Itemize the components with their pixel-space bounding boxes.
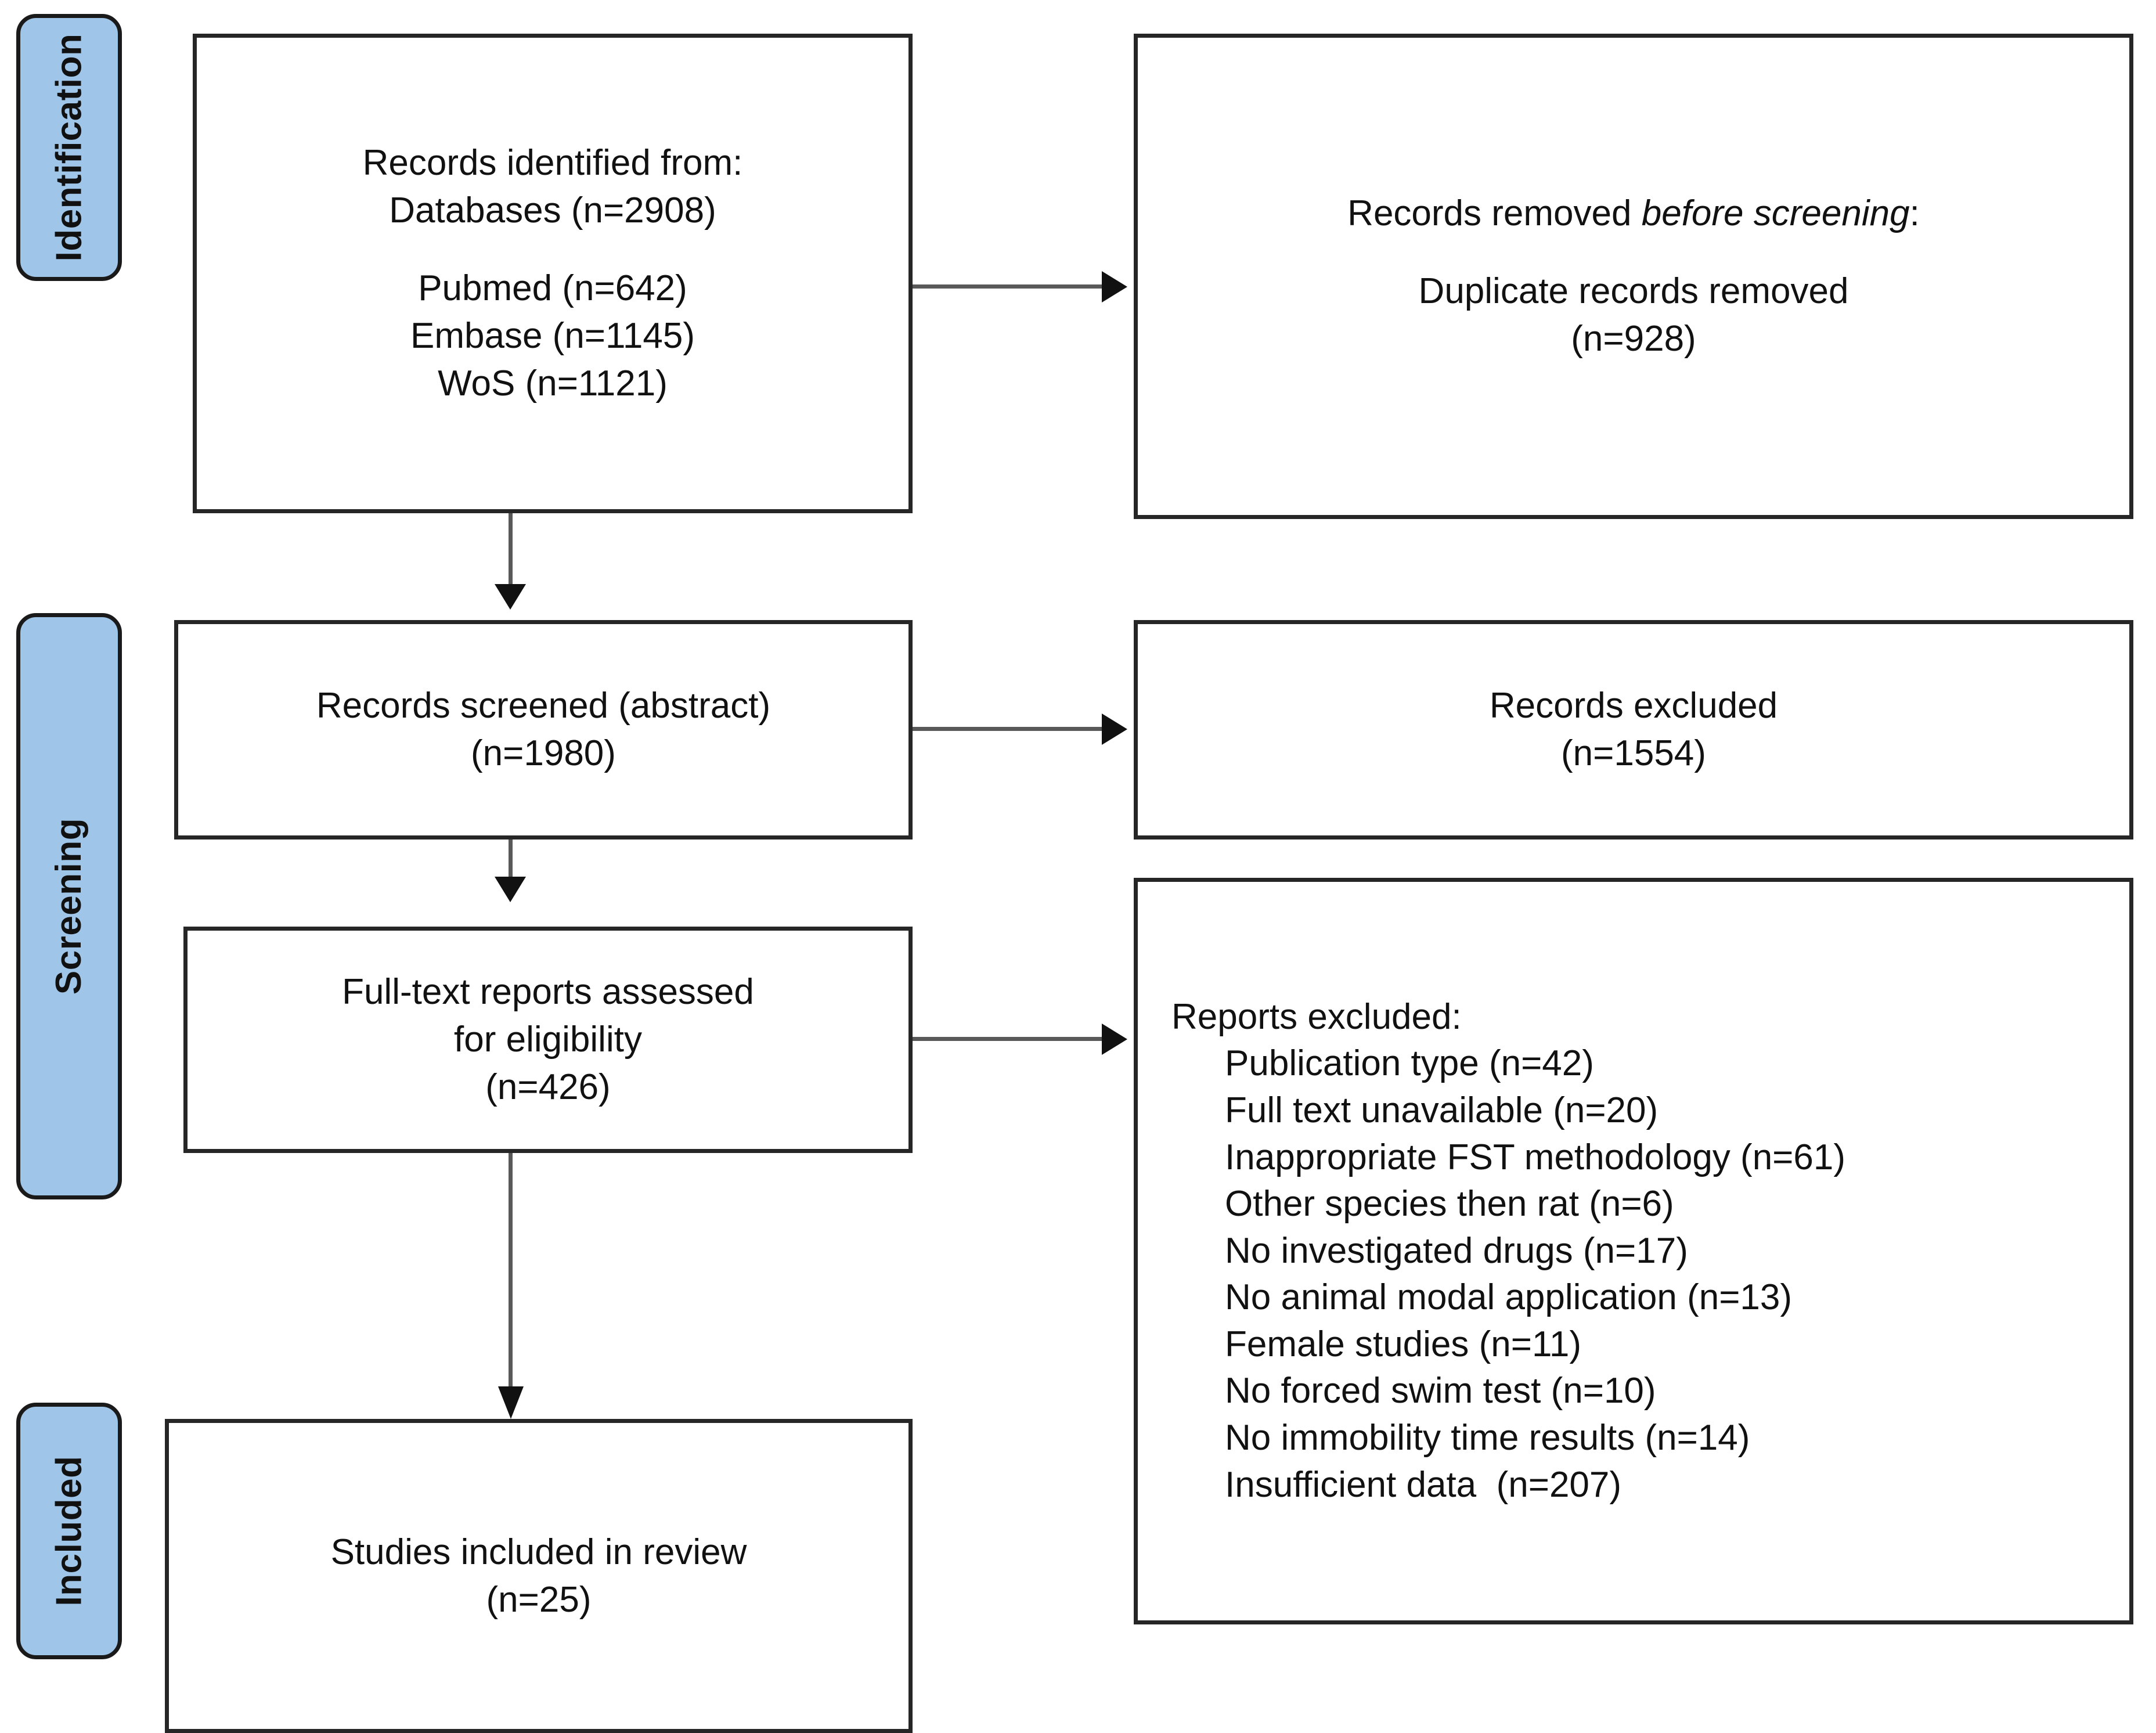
reports-excluded-reason-no-animal-modal-application: No animal modal application (n=13) [1225, 1277, 1793, 1318]
studies-included-count: (n=25) [486, 1579, 592, 1620]
connector-fulltext-to-included [509, 1153, 513, 1391]
reports-excluded-reason-female-studies: Female studies (n=11) [1225, 1324, 1581, 1364]
records-removed-duplicate-count: (n=928) [1571, 318, 1696, 359]
connector-screened-to-fulltext [509, 840, 513, 881]
box-records-identified[interactable]: Records identified from: Databases (n=29… [193, 34, 913, 513]
stage-tab-screening-label: Screening [49, 817, 89, 995]
reports-excluded-reason-publication-type: Publication type (n=42) [1225, 1043, 1594, 1084]
box-records-screened[interactable]: Records screened (abstract) (n=1980) [174, 620, 913, 840]
fulltext-assessed-line-2: for eligibility [454, 1019, 642, 1060]
box-reports-excluded[interactable]: Reports excluded: Publication type (n=42… [1134, 878, 2133, 1624]
reports-excluded-reason-no-immobility-time-results: No immobility time results (n=14) [1225, 1418, 1750, 1458]
reports-excluded-reason-other-species: Other species then rat (n=6) [1225, 1184, 1674, 1224]
studies-included-label: Studies included in review [330, 1532, 747, 1572]
records-screened-count: (n=1980) [471, 733, 616, 773]
records-identified-line-2: Databases (n=2908) [389, 190, 716, 231]
records-identified-source-wos: WoS (n=1121) [438, 363, 668, 403]
fulltext-assessed-count: (n=426) [485, 1067, 611, 1107]
fulltext-assessed-line-1: Full-text reports assessed [342, 972, 754, 1013]
arrow-fulltext-to-reports-excluded [1102, 1024, 1127, 1055]
connector-fulltext-to-reports-excluded [913, 1037, 1103, 1041]
records-screened-label: Records screened (abstract) [316, 686, 771, 726]
stage-tab-screening[interactable]: Screening [16, 613, 122, 1199]
arrow-identified-to-removed [1102, 271, 1127, 302]
records-removed-heading-prefix: Records removed [1347, 193, 1642, 234]
connector-identified-to-removed [913, 284, 1103, 289]
arrow-screened-to-fulltext [495, 877, 526, 902]
reports-excluded-reason-insufficient-data: Insufficient data (n=207) [1225, 1464, 1622, 1505]
stage-tab-included-label: Included [49, 1455, 89, 1606]
box-fulltext-assessed[interactable]: Full-text reports assessed for eligibili… [183, 927, 913, 1153]
records-removed-duplicate-label: Duplicate records removed [1418, 271, 1849, 312]
records-identified-source-embase: Embase (n=1145) [410, 315, 695, 356]
arrow-screened-to-excluded [1102, 714, 1127, 745]
records-identified-source-pubmed: Pubmed (n=642) [418, 268, 687, 309]
box-studies-included[interactable]: Studies included in review (n=25) [165, 1419, 913, 1733]
box-records-excluded[interactable]: Records excluded (n=1554) [1134, 620, 2133, 840]
box-records-removed-before-screening[interactable]: Records removed before screening: Duplic… [1134, 34, 2133, 519]
connector-screened-to-excluded [913, 727, 1103, 731]
records-removed-heading-suffix: : [1909, 193, 1920, 234]
arrow-identified-to-screened [495, 584, 526, 610]
records-removed-heading-italic: before screening [1641, 193, 1910, 234]
arrow-fulltext-to-included [498, 1386, 524, 1419]
reports-excluded-reason-no-forced-swim-test: No forced swim test (n=10) [1225, 1371, 1656, 1411]
reports-excluded-heading: Reports excluded: [1171, 996, 1462, 1037]
records-excluded-label: Records excluded [1489, 686, 1778, 726]
reports-excluded-reason-full-text-unavailable: Full text unavailable (n=20) [1225, 1090, 1659, 1130]
stage-tab-identification-label: Identification [49, 33, 89, 262]
reports-excluded-content: Reports excluded: Publication type (n=42… [1138, 994, 2129, 1509]
stage-tab-included[interactable]: Included [16, 1403, 122, 1659]
reports-excluded-reason-no-investigated-drugs: No investigated drugs (n=17) [1225, 1230, 1688, 1271]
reports-excluded-reason-inappropriate-fst-methodology: Inappropriate FST methodology (n=61) [1225, 1137, 1845, 1177]
records-excluded-count: (n=1554) [1561, 733, 1706, 773]
records-identified-line-1: Records identified from: [362, 143, 743, 183]
records-removed-heading: Records removed before screening: [1347, 190, 1920, 237]
connector-identified-to-screened [509, 513, 513, 588]
stage-tab-identification[interactable]: Identification [16, 14, 122, 281]
